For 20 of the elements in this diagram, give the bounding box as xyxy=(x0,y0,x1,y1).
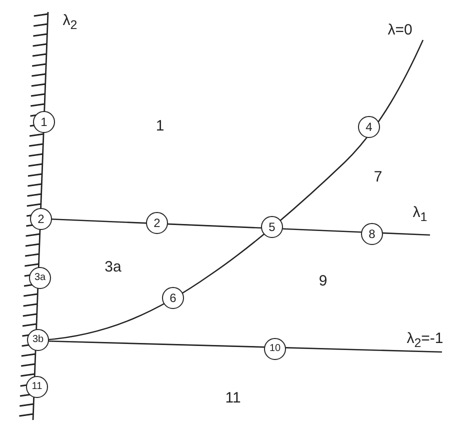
line-label: λ$_{2}$=-1 xyxy=(406,330,444,350)
circled-number: 2 xyxy=(30,208,52,230)
region-number: 9 xyxy=(318,274,328,288)
circled-number: 11 xyxy=(26,376,48,398)
circled-number: 8 xyxy=(361,223,383,245)
circled-number: 10 xyxy=(264,338,286,360)
circled-number: 1 xyxy=(33,111,55,133)
circled-number: 2 xyxy=(146,212,168,234)
region-number: 3a xyxy=(104,260,122,274)
region-number: 11 xyxy=(225,390,241,406)
region-number: 7 xyxy=(374,170,382,184)
line-label: λ$_{1}$ xyxy=(412,204,428,224)
circled-number: 4 xyxy=(358,116,380,138)
curve-label: λ=0 xyxy=(388,22,412,38)
circled-number: 3b xyxy=(27,329,49,351)
region-number: 1 xyxy=(156,118,164,134)
axis-label: λ$_{2}$ xyxy=(62,12,78,32)
circled-number: 3a xyxy=(29,267,51,289)
circled-number: 5 xyxy=(261,216,283,238)
circled-number: 6 xyxy=(162,287,184,309)
